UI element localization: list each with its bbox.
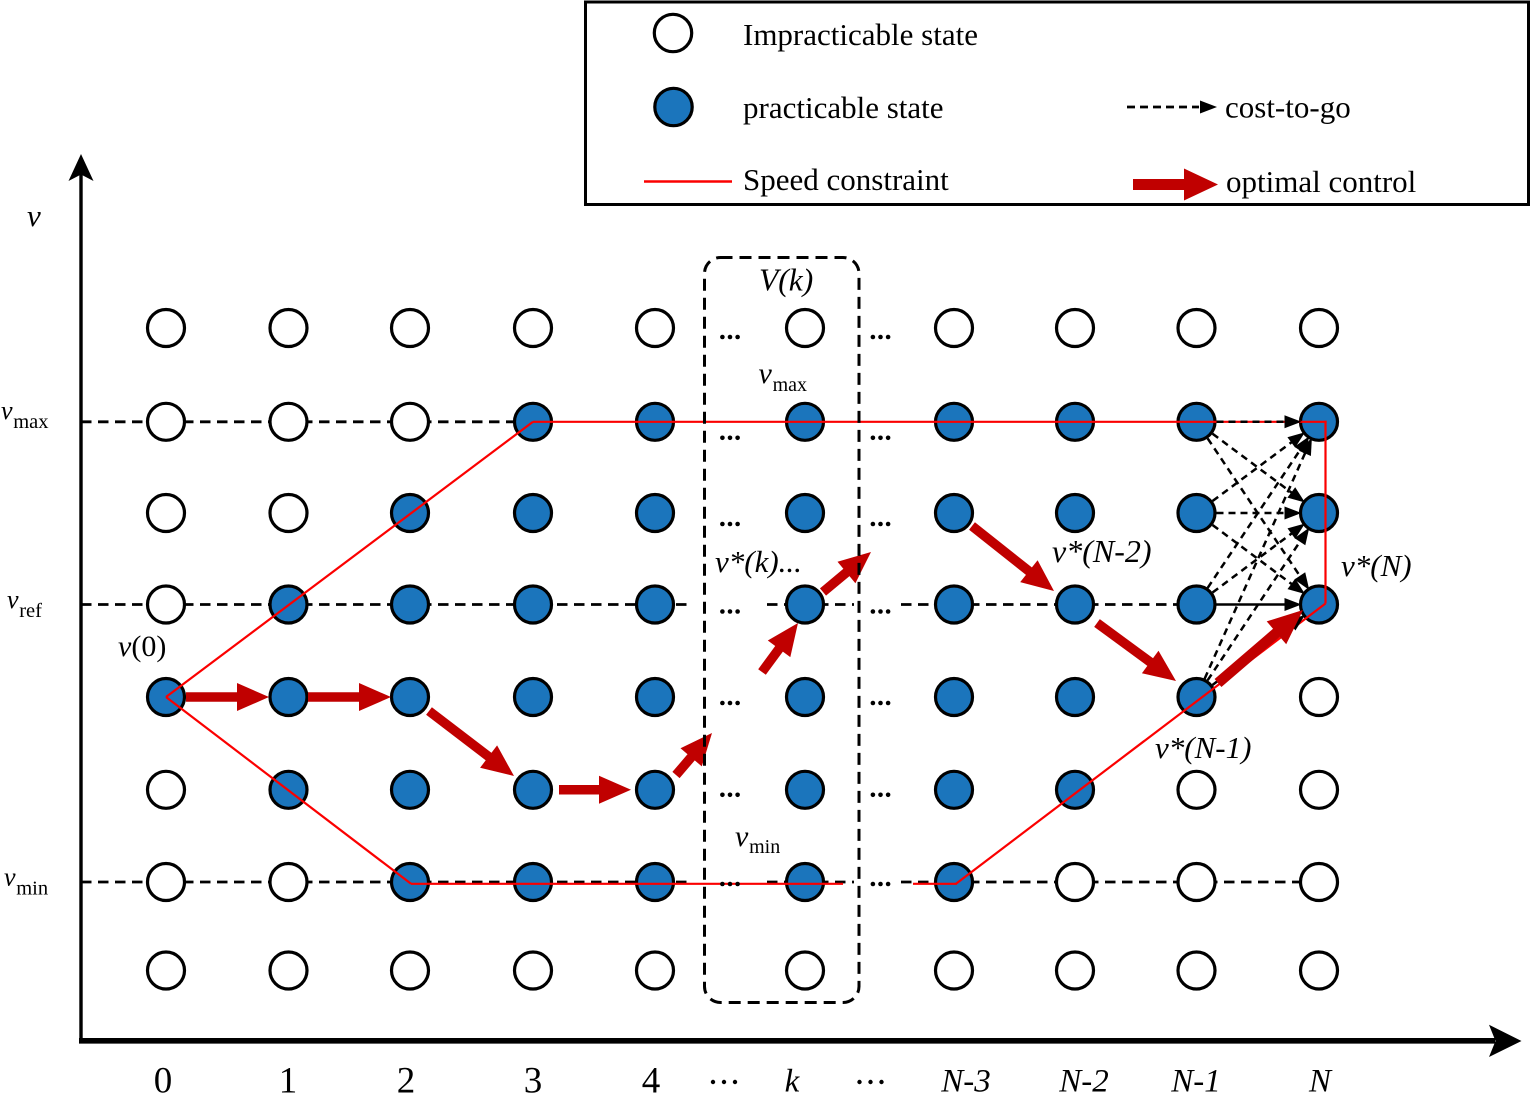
svg-text:1: 1 [279, 1061, 298, 1095]
svg-text:4: 4 [642, 1061, 661, 1095]
svg-text:optimal control: optimal control [1226, 164, 1416, 199]
svg-text:Impracticable state: Impracticable state [743, 17, 978, 52]
svg-text:v*(N-2): v*(N-2) [1052, 533, 1152, 569]
svg-text:max: max [773, 374, 807, 396]
svg-text:v(0): v(0) [118, 630, 166, 663]
svg-text:ref: ref [19, 600, 42, 622]
svg-text:V(k): V(k) [759, 263, 813, 298]
svg-text:v: v [759, 357, 773, 390]
svg-text:cost-to-go: cost-to-go [1225, 90, 1351, 125]
svg-text:v: v [735, 820, 749, 853]
svg-text:v: v [27, 198, 41, 233]
svg-text:N-2: N-2 [1058, 1064, 1109, 1095]
svg-text:Speed constraint: Speed constraint [743, 162, 949, 197]
svg-text:v*(N): v*(N) [1341, 548, 1412, 583]
svg-text:N-3: N-3 [940, 1064, 991, 1095]
svg-text:0: 0 [154, 1061, 173, 1095]
svg-text:N-1: N-1 [1170, 1064, 1221, 1095]
svg-text:2: 2 [397, 1061, 416, 1095]
svg-text:N: N [1308, 1064, 1333, 1095]
svg-text:min: min [16, 878, 48, 900]
svg-text:v: v [1, 396, 13, 425]
svg-text:max: max [13, 411, 48, 433]
svg-text:practicable state: practicable state [743, 90, 944, 125]
svg-text:v: v [7, 585, 19, 614]
svg-text:3: 3 [524, 1061, 543, 1095]
svg-text:min: min [749, 836, 780, 858]
svg-text:v*(N-1): v*(N-1) [1155, 730, 1251, 765]
svg-text:v: v [4, 863, 16, 892]
svg-text:v*(k)...: v*(k)... [715, 544, 802, 579]
svg-text:k: k [785, 1064, 801, 1095]
